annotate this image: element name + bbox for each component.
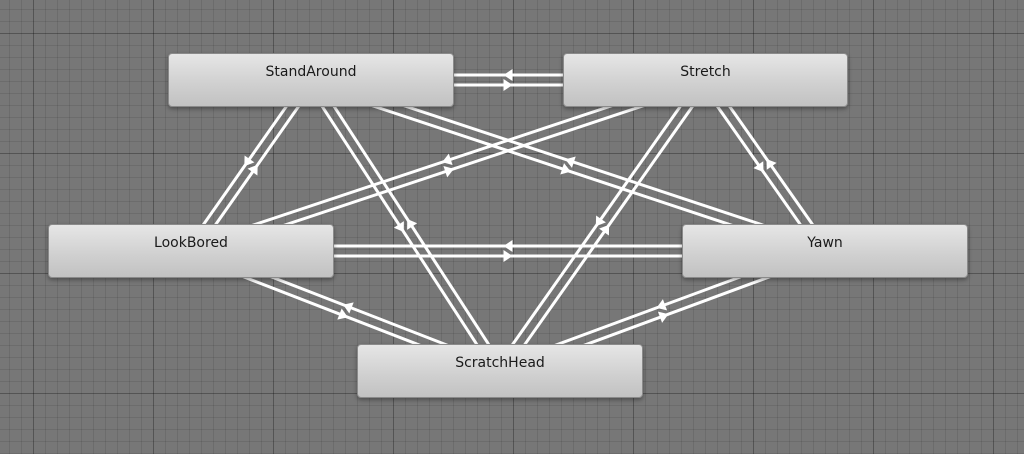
arrow-head-icon (503, 250, 513, 262)
state-label: LookBored (154, 235, 228, 251)
arrow-head-icon (595, 215, 606, 227)
state-node-lookbored[interactable]: LookBored (48, 224, 334, 278)
state-label: Yawn (807, 235, 843, 251)
arrow-head-icon (599, 224, 610, 236)
transition-standaround-to-scratchhead[interactable] (305, 81, 498, 375)
arrow-head-icon (343, 302, 354, 314)
arrow-head-icon (753, 161, 764, 173)
arrow-head-icon (657, 311, 669, 323)
arrow-head-icon (247, 164, 258, 176)
arrow-head-icon (442, 153, 453, 166)
transition-scratchhead-to-standaround[interactable] (313, 76, 506, 370)
arrow-head-icon (656, 299, 668, 311)
state-label: Stretch (680, 64, 731, 80)
arrow-head-icon (393, 221, 404, 232)
arrow-head-icon (503, 69, 513, 81)
state-node-stretch[interactable]: Stretch (563, 53, 848, 107)
state-node-standaround[interactable]: StandAround (168, 53, 454, 107)
arrow-head-icon (337, 308, 348, 320)
arrow-head-icon (565, 156, 576, 168)
arrow-head-icon (560, 163, 571, 175)
state-node-yawn[interactable]: Yawn (682, 224, 968, 278)
arrow-head-icon (443, 165, 454, 178)
state-label: ScratchHead (455, 355, 545, 371)
arrow-head-icon (244, 155, 255, 167)
arrow-head-icon (766, 158, 777, 170)
transition-scratchhead-to-stretch[interactable] (502, 82, 711, 375)
transition-stretch-to-scratchhead[interactable] (494, 76, 703, 369)
state-node-scratchhead[interactable]: ScratchHead (357, 344, 643, 398)
arrow-head-icon (407, 219, 418, 230)
arrow-head-icon (503, 79, 513, 91)
state-label: StandAround (265, 64, 357, 80)
arrow-head-icon (503, 240, 513, 252)
